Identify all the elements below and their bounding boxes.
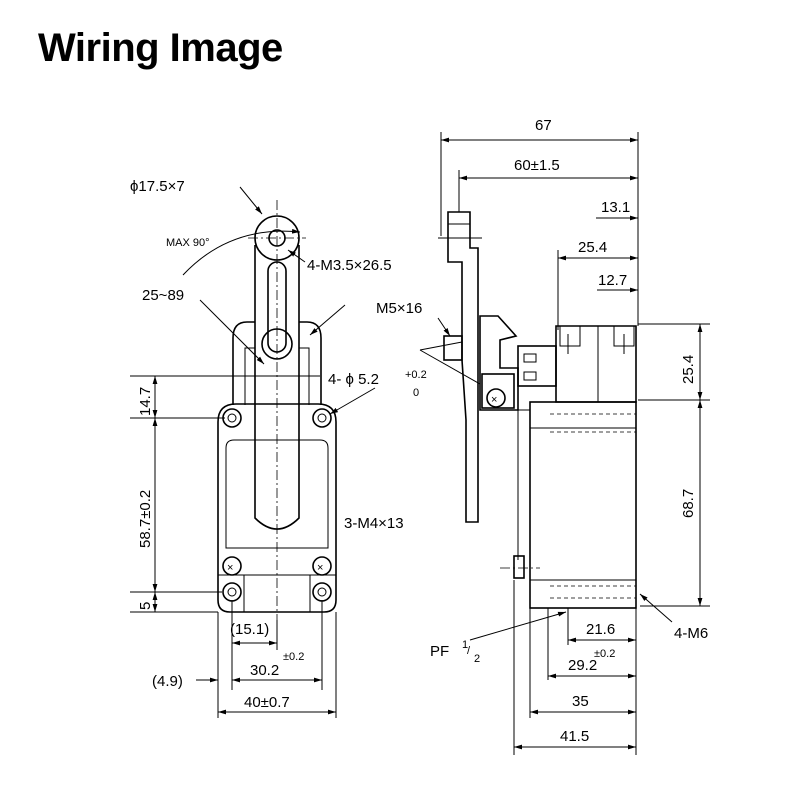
hole-label: 4- ϕ 5.2 [328, 371, 379, 388]
svg-text:/: / [467, 645, 471, 657]
lever-plate [447, 211, 479, 523]
dim-14-7: 14.7 [137, 387, 154, 416]
conduit-frac-num: 1 [462, 639, 468, 651]
side-head [479, 315, 519, 411]
dim-60: 60±1.5 [514, 157, 560, 174]
screw-label: M5×16 [376, 300, 422, 317]
roller-size-label: ϕ17.5×7 [130, 178, 185, 195]
tol-zero: 0 [413, 387, 419, 399]
dim-4-9: (4.9) [152, 673, 183, 690]
lever-hub [261, 328, 293, 360]
conduit-frac-den: 2 [474, 653, 480, 665]
front-view: × × ϕ17.5×7 MAX 90° 25~89 4-M3.5×26.5 4-… [130, 178, 404, 718]
mount-screw-label: 3-M4×13 [344, 515, 404, 532]
dim-5: 5 [137, 602, 154, 610]
switch-head [232, 321, 322, 405]
side-view: × 67 60±1.5 13.1 25.4 [376, 117, 710, 755]
page-title: Wiring Image [38, 26, 283, 70]
dim-58-7: 58.7±0.2 [137, 490, 154, 548]
dim-29-2: 29.2 [568, 657, 597, 674]
lever-screw-label: 4-M3.5×26.5 [307, 257, 392, 274]
lever-range-label: 25~89 [142, 287, 184, 304]
dim-67: 67 [535, 117, 552, 134]
dim-13-1: 13.1 [601, 199, 630, 216]
max-angle-label: MAX 90° [166, 237, 210, 249]
tol-29-2: ±0.2 [594, 648, 615, 660]
dim-30-2: 30.2 [250, 662, 279, 679]
dim-15-1: (15.1) [230, 621, 269, 638]
dim-25-4-top: 25.4 [578, 239, 607, 256]
conduit-label: PF [430, 643, 449, 660]
dim-68-7: 68.7 [680, 489, 697, 518]
dim-41-5: 41.5 [560, 728, 589, 745]
dim-25-4-right: 25.4 [680, 355, 697, 384]
tol-30-2: ±0.2 [283, 651, 304, 663]
switch-body [217, 403, 337, 613]
svg-text:×: × [317, 562, 323, 574]
svg-text:×: × [227, 562, 233, 574]
dim-21-6: 21.6 [586, 621, 615, 638]
svg-text:×: × [491, 394, 497, 406]
dim-12-7: 12.7 [598, 272, 627, 289]
side-body [529, 401, 637, 609]
thread-label: 4-M6 [674, 625, 708, 642]
dim-40: 40±0.7 [244, 694, 290, 711]
dim-35: 35 [572, 693, 589, 710]
tol-plus: +0.2 [405, 369, 427, 381]
